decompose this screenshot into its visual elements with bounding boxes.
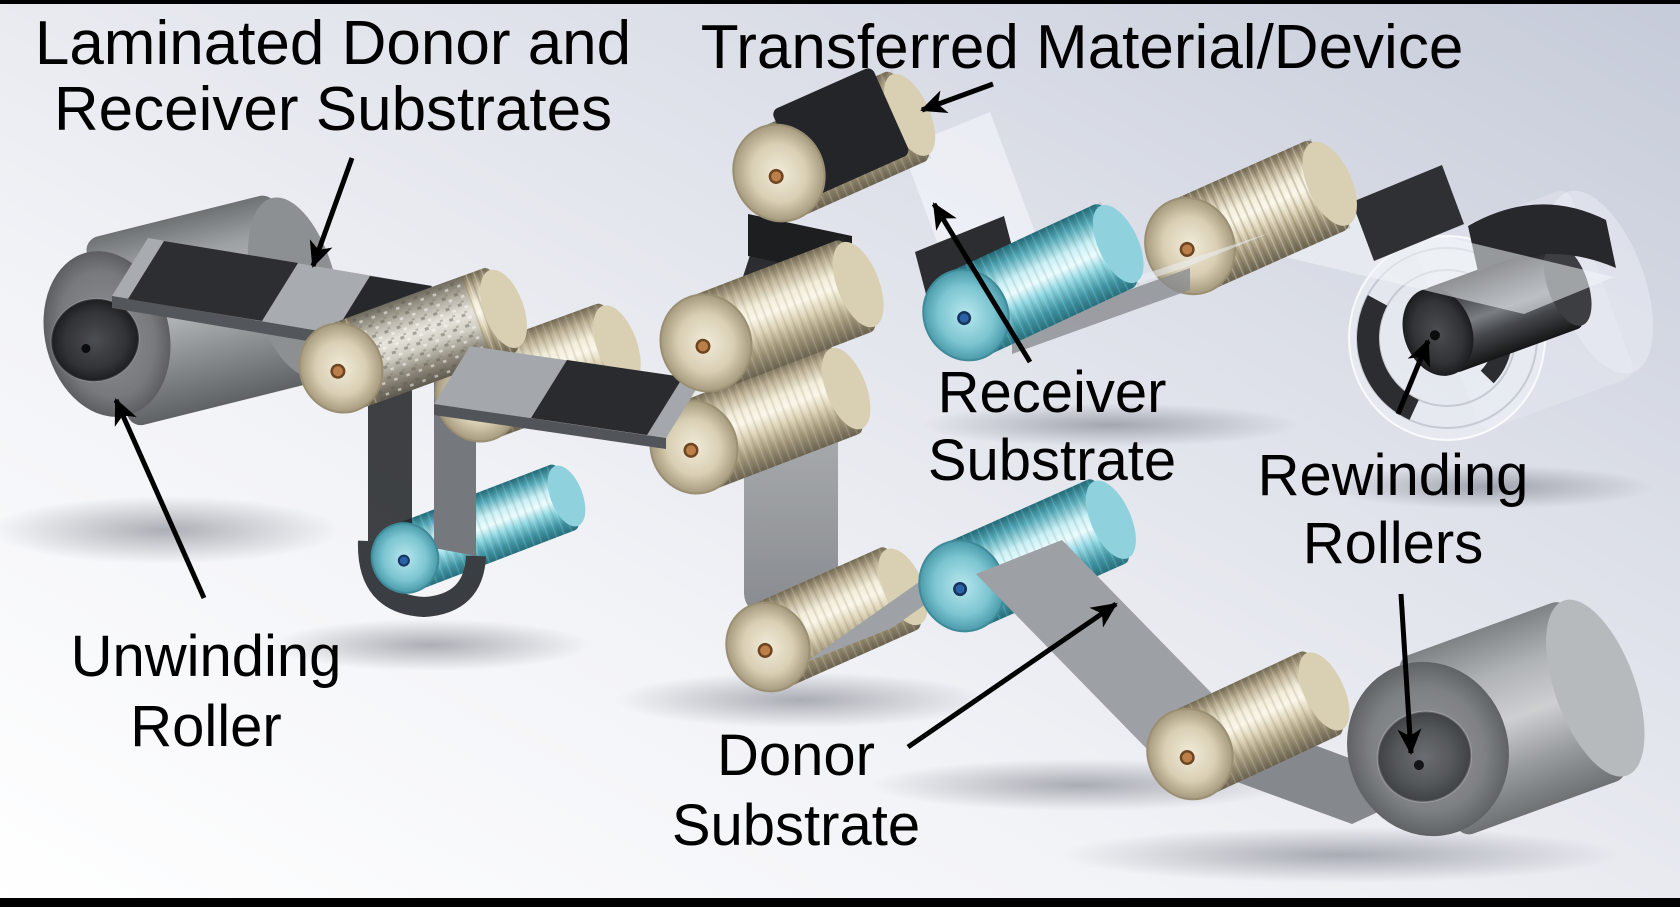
core-axle-pin xyxy=(1429,330,1440,341)
label-receiver-substrate: Receiver xyxy=(938,360,1167,425)
label-rewinding-rollers: Rewinding xyxy=(1258,443,1529,508)
label-unwinding-roller: Unwinding xyxy=(71,624,342,689)
annotation-arrows xyxy=(113,81,1431,755)
guide-station-2 xyxy=(434,238,884,618)
label-laminated-substrates: Laminated Donor and xyxy=(35,9,631,78)
annotations: Laminated Donor and Receiver Substrates … xyxy=(35,9,1529,858)
donor-return-path xyxy=(725,476,1645,837)
unwind-axle-pin xyxy=(81,344,91,354)
cyan-tension-roller-1 xyxy=(392,462,586,591)
arrow-laminated-substrates xyxy=(309,157,355,268)
unwind-core xyxy=(50,297,140,383)
web-front-edge xyxy=(434,404,666,449)
arrow-transferred-material xyxy=(920,81,994,114)
hub-axle-pin xyxy=(1413,760,1424,771)
label-donor-substrate: Donor xyxy=(717,723,875,788)
label-transferred-material: Transferred Material/Device xyxy=(701,13,1464,82)
label-receiver-substrate: Substrate xyxy=(928,428,1176,493)
device-patch xyxy=(531,360,683,435)
laminated-web-run2 xyxy=(434,346,702,449)
frame-bar-bottom xyxy=(0,898,1680,907)
device-patch xyxy=(1352,165,1464,261)
arrow-donor-substrate xyxy=(906,601,1118,750)
label-donor-substrate: Substrate xyxy=(672,793,920,858)
device-patch xyxy=(128,241,298,321)
arrow-unwinding-roller xyxy=(113,398,207,600)
station2-upper-roller xyxy=(659,238,884,393)
arrow-rewinding-top xyxy=(1395,339,1431,415)
donor-web-diagonal xyxy=(976,540,1232,748)
label-unwinding-roller: Roller xyxy=(130,694,282,759)
delamination-roller xyxy=(732,68,936,223)
arrow-receiver-substrate xyxy=(931,202,1033,364)
web-u-bottom-wrap xyxy=(357,540,486,618)
frame-bar-top xyxy=(0,0,1680,4)
label-laminated-substrates: Receiver Substrates xyxy=(54,75,612,144)
arrow-rewinding-bottom xyxy=(1397,593,1422,755)
wound-device-patch xyxy=(1356,248,1537,428)
station2-lower-roller xyxy=(649,343,871,495)
label-rewinding-rollers: Rollers xyxy=(1303,511,1484,576)
donor-brass-roller-2 xyxy=(1146,648,1350,801)
